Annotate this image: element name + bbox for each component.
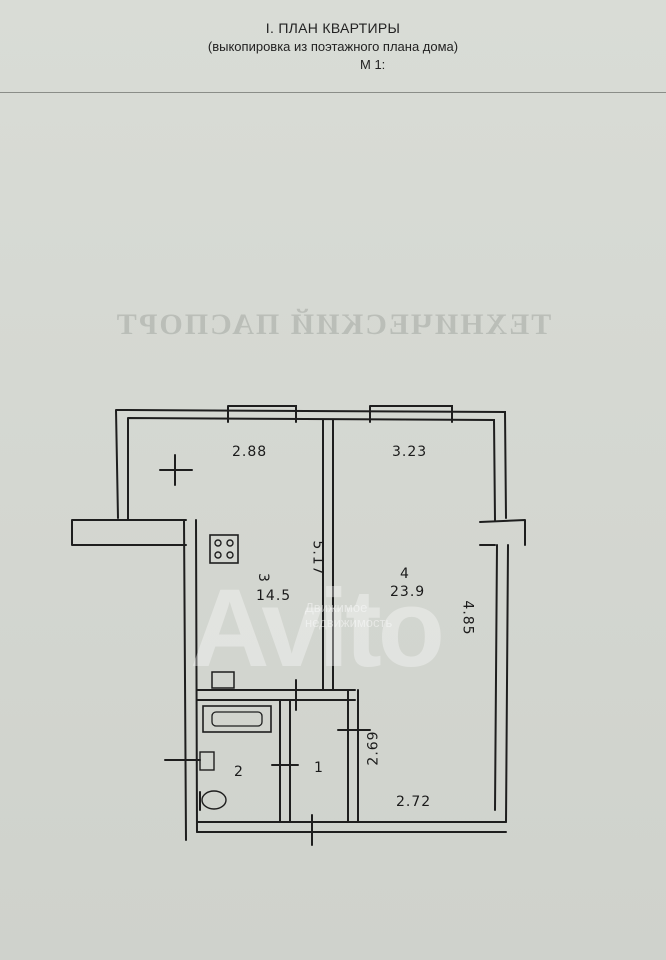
header-divider bbox=[0, 92, 666, 93]
plan-title: I. ПЛАН КВАРТИРЫ bbox=[265, 20, 401, 36]
room1-length: 2.69 bbox=[365, 730, 382, 766]
plan-scale: М 1: bbox=[360, 57, 386, 72]
room3-width: 2.88 bbox=[232, 444, 268, 460]
avito-watermark-sub: Движимое недвижимость bbox=[305, 600, 393, 630]
room3-area: 14.5 bbox=[256, 588, 292, 604]
avito-watermark: Avito bbox=[190, 567, 445, 690]
room4-width: 3.23 bbox=[392, 444, 428, 460]
room4-bottom-width: 2.72 bbox=[396, 794, 432, 810]
room3-length: 5.17 bbox=[309, 540, 326, 576]
room4-length: 4.85 bbox=[459, 600, 476, 636]
room4-number: 4 bbox=[400, 566, 410, 582]
room1-number: 1 bbox=[314, 760, 324, 776]
room4-area: 23.9 bbox=[390, 584, 426, 600]
plan-subtitle: (выкопировка из поэтажного плана дома) bbox=[207, 39, 459, 54]
room2-number: 2 bbox=[234, 764, 244, 780]
